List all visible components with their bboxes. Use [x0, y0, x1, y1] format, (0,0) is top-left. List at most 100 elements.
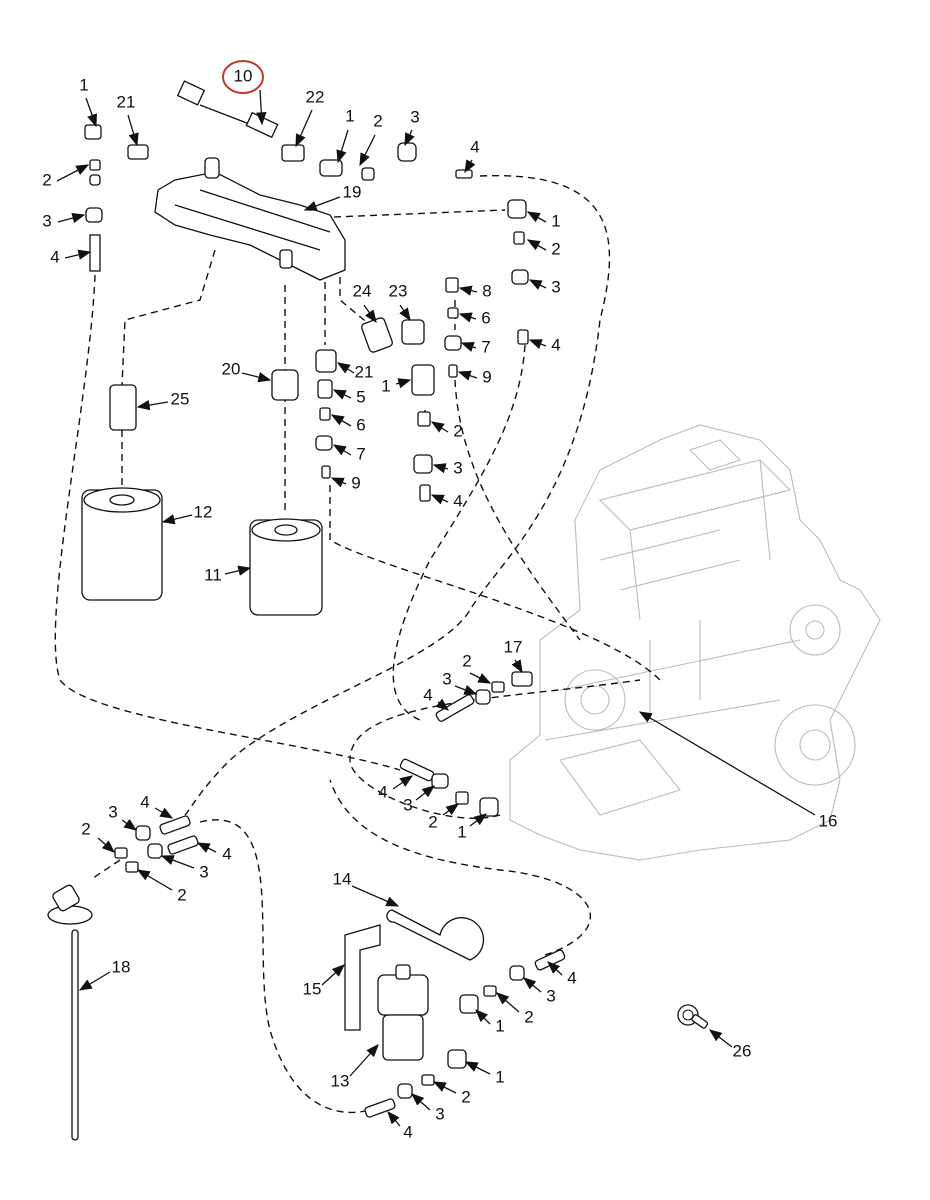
leader-arrow [475, 1009, 491, 1025]
callout-1: 1 [457, 822, 466, 841]
callout-9: 9 [351, 473, 360, 492]
fittings [84, 124, 529, 502]
callout-1: 1 [381, 376, 390, 395]
callout-4: 4 [423, 685, 432, 704]
leader-arrow [638, 711, 816, 816]
callout-6: 6 [356, 415, 365, 434]
callout-2: 2 [453, 421, 462, 440]
callout-13: 13 [331, 1071, 350, 1090]
leader-arrow [349, 1044, 379, 1077]
callout-1: 1 [551, 211, 560, 230]
leader-arrow [136, 399, 169, 411]
leader-arrow [224, 565, 252, 576]
highlight-circle [222, 60, 264, 94]
leader-arrow [460, 342, 477, 352]
callout-2: 2 [524, 1007, 533, 1026]
leader-arrow [432, 463, 449, 474]
leader-arrow [332, 389, 352, 400]
callout-4: 4 [378, 782, 387, 801]
callout-21: 21 [355, 362, 374, 381]
callout-4: 4 [470, 137, 479, 156]
wrench-14 [386, 909, 485, 961]
leader-arrow [442, 803, 460, 816]
callout-9: 9 [482, 367, 491, 386]
leader-arrow [359, 134, 376, 167]
leader-arrow [435, 698, 450, 711]
callout-8: 8 [482, 281, 491, 300]
leader-arrow [121, 818, 138, 831]
leader-arrow [295, 109, 313, 148]
leader-arrow [528, 339, 547, 349]
callout-14: 14 [333, 869, 352, 888]
leader-arrow [526, 239, 547, 251]
callout-17: 17 [504, 637, 523, 656]
callout-1: 1 [345, 106, 354, 125]
leader-arrow [526, 211, 547, 223]
callout-3: 3 [442, 669, 451, 688]
callout-23: 23 [389, 281, 408, 300]
callout-6: 6 [481, 308, 490, 327]
callout-3: 3 [453, 458, 462, 477]
callout-2: 2 [42, 170, 51, 189]
leader-arrow [256, 89, 267, 126]
callout-2: 2 [462, 651, 471, 670]
callout-4: 4 [453, 491, 462, 510]
leader-arrow [411, 1093, 431, 1111]
leader-arrow [97, 837, 115, 853]
callout-22: 22 [306, 87, 325, 106]
callout-2: 2 [177, 885, 186, 904]
leader-arrow [392, 775, 414, 790]
bracket-15 [344, 924, 381, 1031]
callout-20: 20 [222, 359, 241, 378]
callout-7: 7 [481, 337, 490, 356]
callout-3: 3 [410, 107, 419, 126]
leader-arrow [127, 114, 139, 147]
callout-3: 3 [435, 1104, 444, 1123]
leader-arrow [64, 249, 92, 260]
callout-1: 1 [79, 75, 88, 94]
callout-4: 4 [222, 844, 231, 863]
callout-12: 12 [194, 502, 213, 521]
fuel-pump-13 [377, 964, 429, 1061]
leader-arrow [496, 992, 520, 1013]
leader-arrow [336, 362, 355, 374]
callout-2: 2 [81, 819, 90, 838]
leader-arrow [464, 159, 476, 174]
leader-arrow [708, 1029, 733, 1048]
leader-arrow [395, 378, 412, 389]
pressure-sensor-10 [176, 80, 279, 139]
sending-unit-18 [47, 884, 93, 1141]
leader-arrow [387, 1111, 401, 1127]
callout-18: 18 [112, 957, 131, 976]
parts [47, 80, 709, 1141]
leader-arrow [330, 477, 347, 488]
callout-24: 24 [353, 281, 372, 300]
callout-3: 3 [199, 862, 208, 881]
leader-arrow [458, 312, 477, 323]
callout-5: 5 [356, 387, 365, 406]
callout-3: 3 [551, 277, 560, 296]
leader-arrow [336, 129, 349, 164]
leader-arrow [161, 514, 193, 525]
callout-1: 1 [495, 1067, 504, 1086]
leader-arrow [464, 1061, 491, 1075]
callout-7: 7 [356, 444, 365, 463]
leader-arrow [330, 414, 352, 427]
leader-arrow [363, 304, 377, 324]
engine-illustration [509, 424, 881, 861]
callout-2: 2 [428, 812, 437, 831]
callout-11: 11 [204, 565, 222, 584]
leader-arrow [136, 869, 173, 891]
leader-arrow [458, 285, 478, 296]
callout-26: 26 [733, 1041, 752, 1060]
fuel-lines [54, 174, 661, 1114]
callout-21: 21 [117, 92, 136, 111]
callout-3: 3 [546, 986, 555, 1005]
callout-4: 4 [567, 968, 576, 987]
leader-arrow [196, 842, 217, 853]
leader-arrow [85, 97, 97, 128]
callout-15: 15 [303, 979, 322, 998]
leader-arrow [404, 129, 415, 147]
